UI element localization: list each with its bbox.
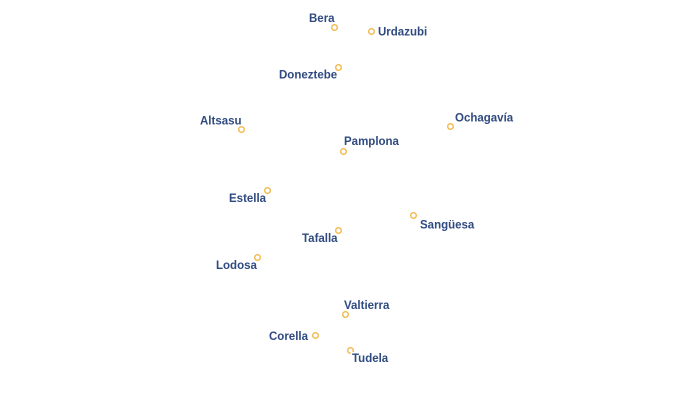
place-valtierra[interactable]: Valtierra [342,299,391,319]
place-label-bera: Bera [309,13,335,25]
place-label-tafalla: Tafalla [302,233,338,245]
place-label-altsasu: Altsasu [200,116,242,128]
circle-marker-icon [335,63,343,71]
place-label-ochagavia: Ochagavía [455,113,514,125]
place-label-corella: Corella [269,331,309,343]
circle-marker-icon [264,186,272,194]
circle-marker-icon [340,147,348,155]
place-pamplona[interactable]: Pamplona [340,135,401,155]
place-sanguesa[interactable]: Sangüesa [410,211,476,233]
circle-marker-icon [410,211,418,219]
place-label-doneztebe: Doneztebe [279,70,337,82]
place-doneztebe[interactable]: Doneztebe [278,63,343,83]
place-label-valtierra: Valtierra [344,300,390,312]
place-bera[interactable]: Bera [308,12,339,32]
place-label-sanguesa: Sangüesa [420,220,475,232]
place-lodosa[interactable]: Lodosa [215,253,261,274]
circle-marker-icon [312,332,320,340]
place-label-urdazubi: Urdazubi [378,27,427,39]
place-label-pamplona: Pamplona [344,136,400,148]
place-label-estella: Estella [229,193,267,205]
circle-marker-icon [237,125,245,133]
place-urdazubi[interactable]: Urdazubi [368,25,429,40]
circle-marker-icon [335,226,343,234]
circle-marker-icon [447,122,455,130]
circle-marker-icon [368,28,376,36]
place-ochagavia[interactable]: Ochagavía [447,111,515,130]
circle-marker-icon [331,24,339,32]
circle-marker-icon [253,253,261,261]
place-tafalla[interactable]: Tafalla [301,226,343,247]
circle-marker-icon [342,311,350,319]
place-corella[interactable]: Corella [268,330,320,345]
place-label-lodosa: Lodosa [216,260,257,272]
place-tudela[interactable]: Tudela [347,347,390,367]
place-altsasu[interactable]: Altsasu [199,114,245,133]
place-label-tudela: Tudela [352,353,389,365]
circle-marker-icon [347,347,355,355]
place-estella[interactable]: Estella [228,186,272,207]
